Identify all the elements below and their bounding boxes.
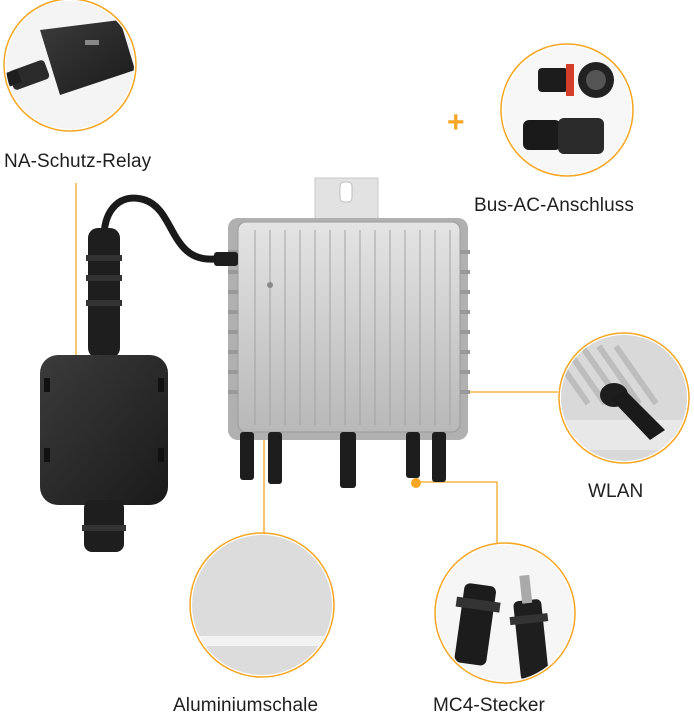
aluminium-detail-circle [189, 532, 335, 678]
label-aluminiumschale: Aluminiumschale [173, 695, 319, 716]
relay-box [40, 228, 168, 552]
label-wlan: WLAN [588, 481, 644, 502]
label-na-schutz-relay: NA-Schutz-Relay [4, 151, 152, 172]
inverter-housing [214, 177, 470, 488]
relay-detail-circle [3, 0, 137, 132]
mc4-detail-circle [434, 542, 576, 684]
connector-detail-circle [500, 43, 634, 177]
wlan-detail-circle [558, 332, 690, 464]
plus-sign: + [447, 106, 465, 139]
label-bus-ac-anschluss: Bus-AC-Anschluss [474, 195, 634, 216]
ac-cable [100, 194, 218, 263]
label-mc4-stecker: MC4-Stecker [433, 695, 545, 716]
